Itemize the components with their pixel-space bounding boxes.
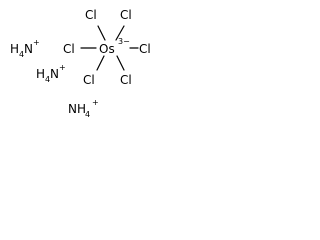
cation-1-subscript: 4 (19, 50, 24, 59)
ammonium-cation-1: H 4 N + (10, 38, 40, 59)
cation-3-charge: + (92, 98, 99, 107)
ammonium-cation-3: NH 4 + (68, 98, 99, 119)
bond-lower-left (96, 55, 105, 71)
bond-lower-right (116, 55, 125, 71)
cation-3-subscript: 4 (85, 110, 90, 119)
structure-diagram: Os 3− Cl Cl Cl Cl Cl Cl H 4 N + H 4 N + … (10, 8, 151, 119)
central-atom-os: Os (99, 42, 115, 56)
bond-upper-right (115, 25, 125, 41)
central-atom-charge: 3− (118, 37, 130, 46)
cation-2-n: N (50, 67, 59, 81)
cation-1-h: H (10, 42, 19, 56)
cation-2-subscript: 4 (45, 75, 50, 84)
ligand-cl-lower-left: Cl (83, 73, 95, 87)
bonds (80, 25, 139, 71)
cation-2-charge: + (59, 63, 66, 72)
ammonium-cation-2: H 4 N + (36, 63, 66, 84)
cation-2-h: H (36, 67, 45, 81)
cation-3-nh: NH (68, 102, 86, 116)
cation-1-n: N (24, 42, 33, 56)
ligand-cl-lower-right: Cl (120, 73, 132, 87)
ligand-cl-upper-right: Cl (120, 8, 132, 22)
cation-1-charge: + (33, 38, 40, 47)
ligand-cl-upper-left: Cl (85, 8, 97, 22)
bond-upper-left (97, 25, 106, 41)
ligand-cl-left: Cl (63, 42, 75, 56)
ligand-cl-right: Cl (139, 42, 151, 56)
